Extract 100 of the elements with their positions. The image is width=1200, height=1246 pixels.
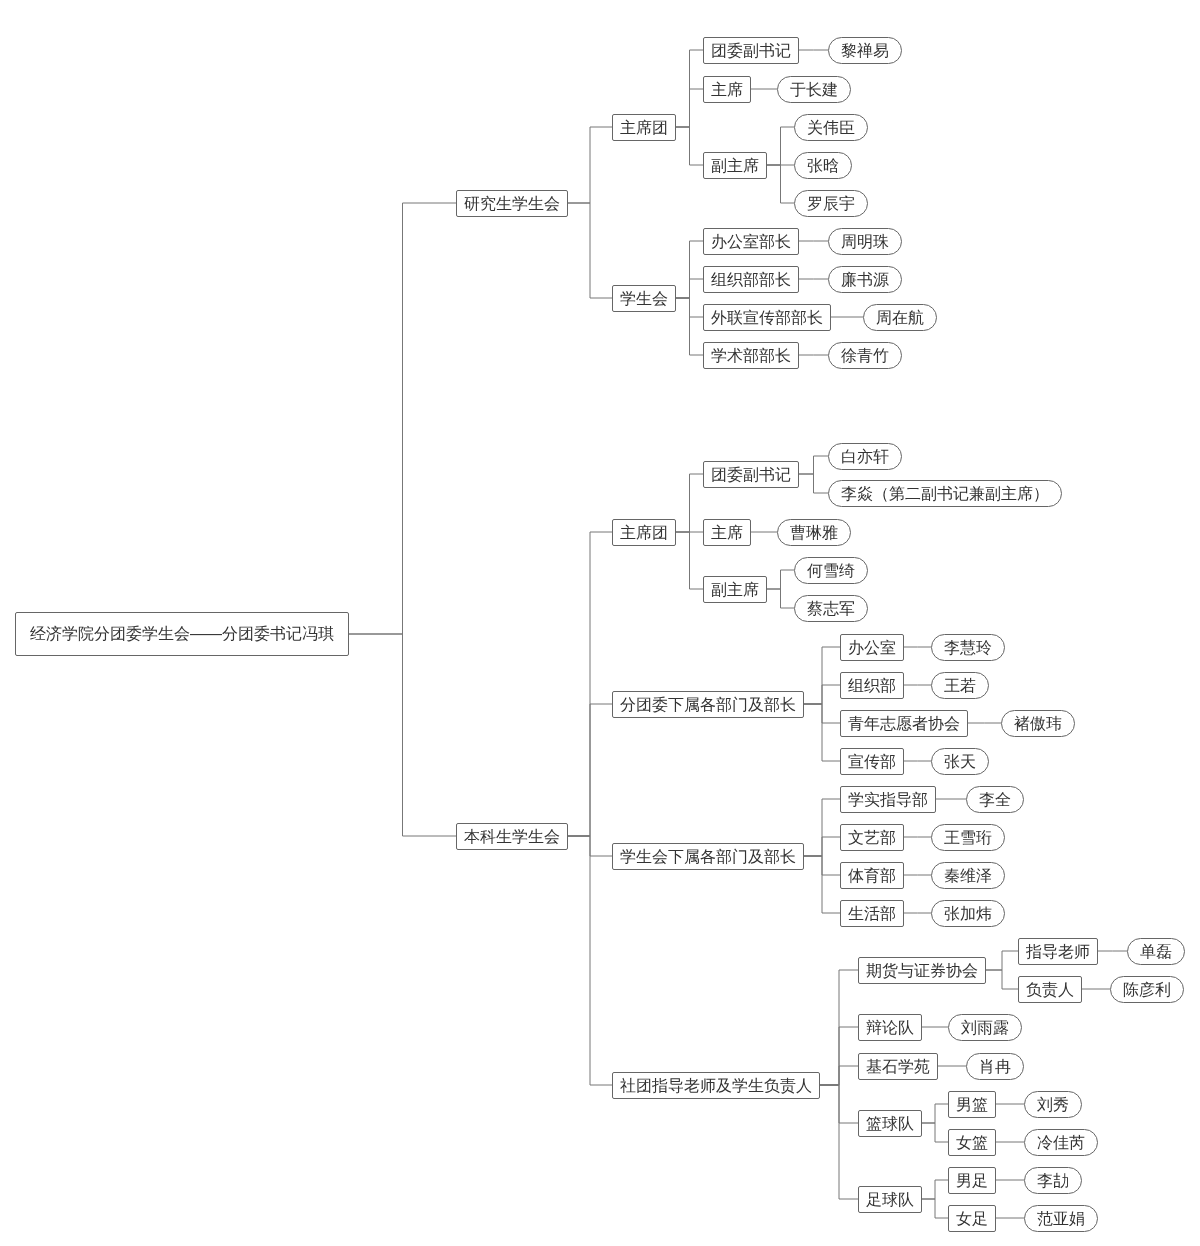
topic-box: 团委副书记 [703, 36, 799, 64]
name-pill: 陈彦利 [1110, 975, 1184, 1003]
connector-line [798, 240, 829, 242]
name-pill: 刘秀 [1024, 1090, 1082, 1118]
connector-line [967, 722, 1002, 724]
connector-line [675, 297, 704, 356]
topic-box: 青年志愿者协会 [840, 709, 968, 737]
topic-box: 办公室 [840, 633, 904, 661]
topic-box: 负责人 [1018, 975, 1082, 1003]
name-pill: 张天 [931, 747, 989, 775]
connector-line [798, 278, 829, 280]
connector-line [903, 684, 932, 686]
topic-box: 主席 [703, 518, 751, 546]
topic-box: 体育部 [840, 861, 904, 889]
name-pill: 何雪绮 [794, 556, 868, 584]
connector-line [985, 969, 1019, 990]
topic-box: 生活部 [840, 899, 904, 927]
topic-box: 女篮 [948, 1128, 996, 1156]
connector-line [798, 473, 829, 494]
connector-line [830, 316, 864, 318]
name-pill: 白亦轩 [828, 442, 902, 470]
topic-box: 研究生学生会 [456, 189, 568, 217]
connector-line [995, 1217, 1025, 1219]
name-pill: 范亚娟 [1024, 1204, 1098, 1232]
name-pill: 秦维泽 [931, 861, 1005, 889]
connector-line [1081, 988, 1111, 990]
topic-box: 组织部部长 [703, 265, 799, 293]
name-pill: 周明珠 [828, 227, 902, 255]
topic-box: 男篮 [948, 1090, 996, 1118]
connector-line [567, 835, 613, 1086]
topic-box: 学术部部长 [703, 341, 799, 369]
name-pill: 单磊 [1127, 937, 1185, 965]
connector-line [803, 855, 841, 914]
topic-box: 宣传部 [840, 747, 904, 775]
topic-box: 副主席 [703, 575, 767, 603]
topic-box: 主席团 [612, 518, 676, 546]
name-pill: 徐青竹 [828, 341, 902, 369]
connector-line [903, 836, 932, 838]
connector-line [903, 760, 932, 762]
topic-box: 学实指导部 [840, 785, 936, 813]
topic-box: 指导老师 [1018, 937, 1098, 965]
name-pill: 李全 [966, 785, 1024, 813]
topic-box: 辩论队 [858, 1013, 922, 1041]
topic-box: 文艺部 [840, 823, 904, 851]
connector-line [750, 531, 778, 533]
name-pill: 李慧玲 [931, 633, 1005, 661]
name-pill: 廉书源 [828, 265, 902, 293]
connector-line [675, 531, 704, 590]
connector-line [995, 1179, 1025, 1181]
name-pill: 张加炜 [931, 899, 1005, 927]
name-pill: 于长建 [777, 75, 851, 103]
name-pill: 曹琳雅 [777, 518, 851, 546]
name-pill: 罗辰宇 [794, 189, 868, 217]
connector-line [750, 88, 778, 90]
connector-line [798, 354, 829, 356]
topic-box: 男足 [948, 1166, 996, 1194]
topic-box: 篮球队 [858, 1109, 922, 1137]
name-pill: 蔡志军 [794, 594, 868, 622]
connector-line [567, 202, 613, 299]
topic-box: 主席团 [612, 113, 676, 141]
topic-box: 办公室部长 [703, 227, 799, 255]
name-pill: 褚傲玮 [1001, 709, 1075, 737]
connector-line [995, 1103, 1025, 1105]
connector-line [766, 164, 795, 204]
name-pill: 李劼 [1024, 1166, 1082, 1194]
connector-line [921, 1198, 949, 1219]
name-pill: 关伟臣 [794, 113, 868, 141]
topic-box: 学生会 [612, 284, 676, 312]
connector-line [921, 1026, 949, 1028]
connector-line [766, 588, 795, 609]
topic-box: 团委副书记 [703, 460, 799, 488]
topic-box: 分团委下属各部门及部长 [612, 690, 804, 718]
topic-box: 副主席 [703, 151, 767, 179]
connector-line [921, 1122, 949, 1143]
connector-line [903, 646, 932, 648]
topic-box: 组织部 [840, 671, 904, 699]
connector-line [798, 49, 829, 51]
connector-line [675, 126, 704, 166]
connector-line [903, 912, 932, 914]
name-pill: 王若 [931, 671, 989, 699]
connector-line [903, 874, 932, 876]
name-pill: 刘雨露 [948, 1013, 1022, 1041]
topic-box: 期货与证券协会 [858, 956, 986, 984]
topic-box: 基石学苑 [858, 1052, 938, 1080]
name-pill: 肖冉 [966, 1052, 1024, 1080]
name-pill: 周在航 [863, 303, 937, 331]
connector-line [803, 703, 841, 762]
connector-line [348, 633, 457, 837]
topic-box: 足球队 [858, 1185, 922, 1213]
name-pill: 黎禅易 [828, 36, 902, 64]
name-pill: 王雪珩 [931, 823, 1005, 851]
topic-box: 主席 [703, 75, 751, 103]
name-pill: 李焱（第二副书记兼副主席） [828, 479, 1062, 507]
connector-line [935, 798, 967, 800]
connector-line [995, 1141, 1025, 1143]
root-topic-box: 经济学院分团委学生会——分团委书记冯琪 [15, 612, 349, 656]
name-pill: 张晗 [794, 151, 852, 179]
connector-line [937, 1065, 967, 1067]
topic-box: 学生会下属各部门及部长 [612, 842, 804, 870]
topic-box: 本科生学生会 [456, 822, 568, 850]
